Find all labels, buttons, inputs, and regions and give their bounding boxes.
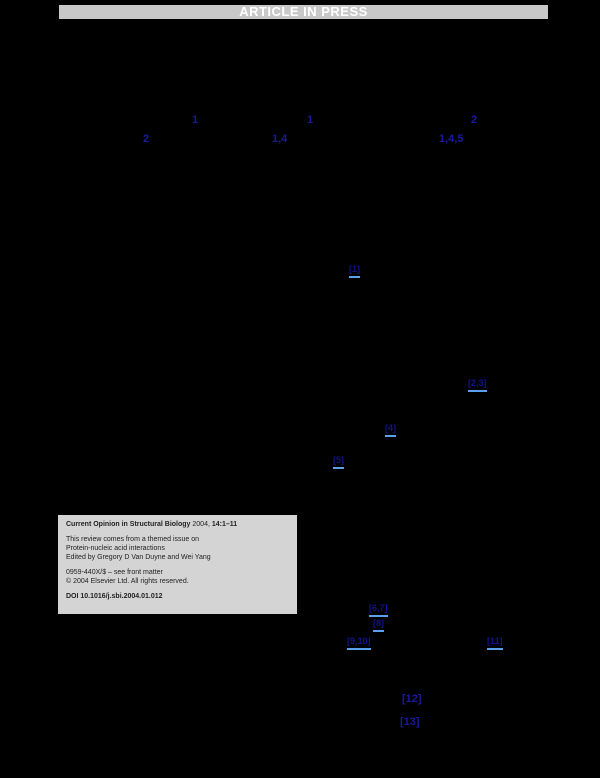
citation-link[interactable]: [6,7] (369, 604, 388, 617)
journal-citation-line: Current Opinion in Structural Biology 20… (66, 520, 289, 529)
article-in-press-banner: ARTICLE IN PRESS (59, 5, 548, 19)
issn-line: 0959-440X/$ – see front matter (66, 569, 163, 576)
citation-link[interactable]: [2,3] (468, 379, 487, 392)
theme-line: This review comes from a themed issue on (66, 536, 200, 543)
affiliation-superscript: 1 (192, 114, 199, 126)
doi-line[interactable]: DOI 10.1016/j.sbi.2004.01.012 (66, 593, 163, 600)
affiliation-superscript: 1 (307, 114, 314, 126)
affiliation-superscript: 1,4,5 (439, 133, 464, 145)
journal-name: Current Opinion in Structural Biology (66, 521, 191, 528)
citation-link[interactable]: [4] (385, 424, 396, 437)
citation-link[interactable]: [13] (400, 716, 420, 728)
affiliation-superscript: 1,4 (272, 133, 288, 145)
affiliation-superscript: 2 (471, 114, 478, 126)
journal-info-box: Current Opinion in Structural Biology 20… (58, 515, 297, 614)
citation-link[interactable]: [11] (487, 637, 503, 650)
citation-link[interactable]: [8] (373, 619, 384, 632)
affiliation-superscript: 2 (143, 133, 150, 145)
editors-line: Edited by Gregory D Van Duyne and Wei Ya… (66, 554, 211, 561)
journal-pages: 14:1–11 (211, 521, 238, 528)
copyright-line: © 2004 Elsevier Ltd. All rights reserved… (66, 578, 189, 585)
citation-link[interactable]: [12] (402, 693, 422, 705)
journal-year: 2004, (190, 521, 212, 528)
citation-link[interactable]: [1] (349, 265, 360, 278)
citation-link[interactable]: [5] (333, 456, 344, 469)
theme-title: Protein-nucleic acid interactions (66, 545, 165, 552)
citation-link[interactable]: [9,10] (347, 637, 371, 650)
